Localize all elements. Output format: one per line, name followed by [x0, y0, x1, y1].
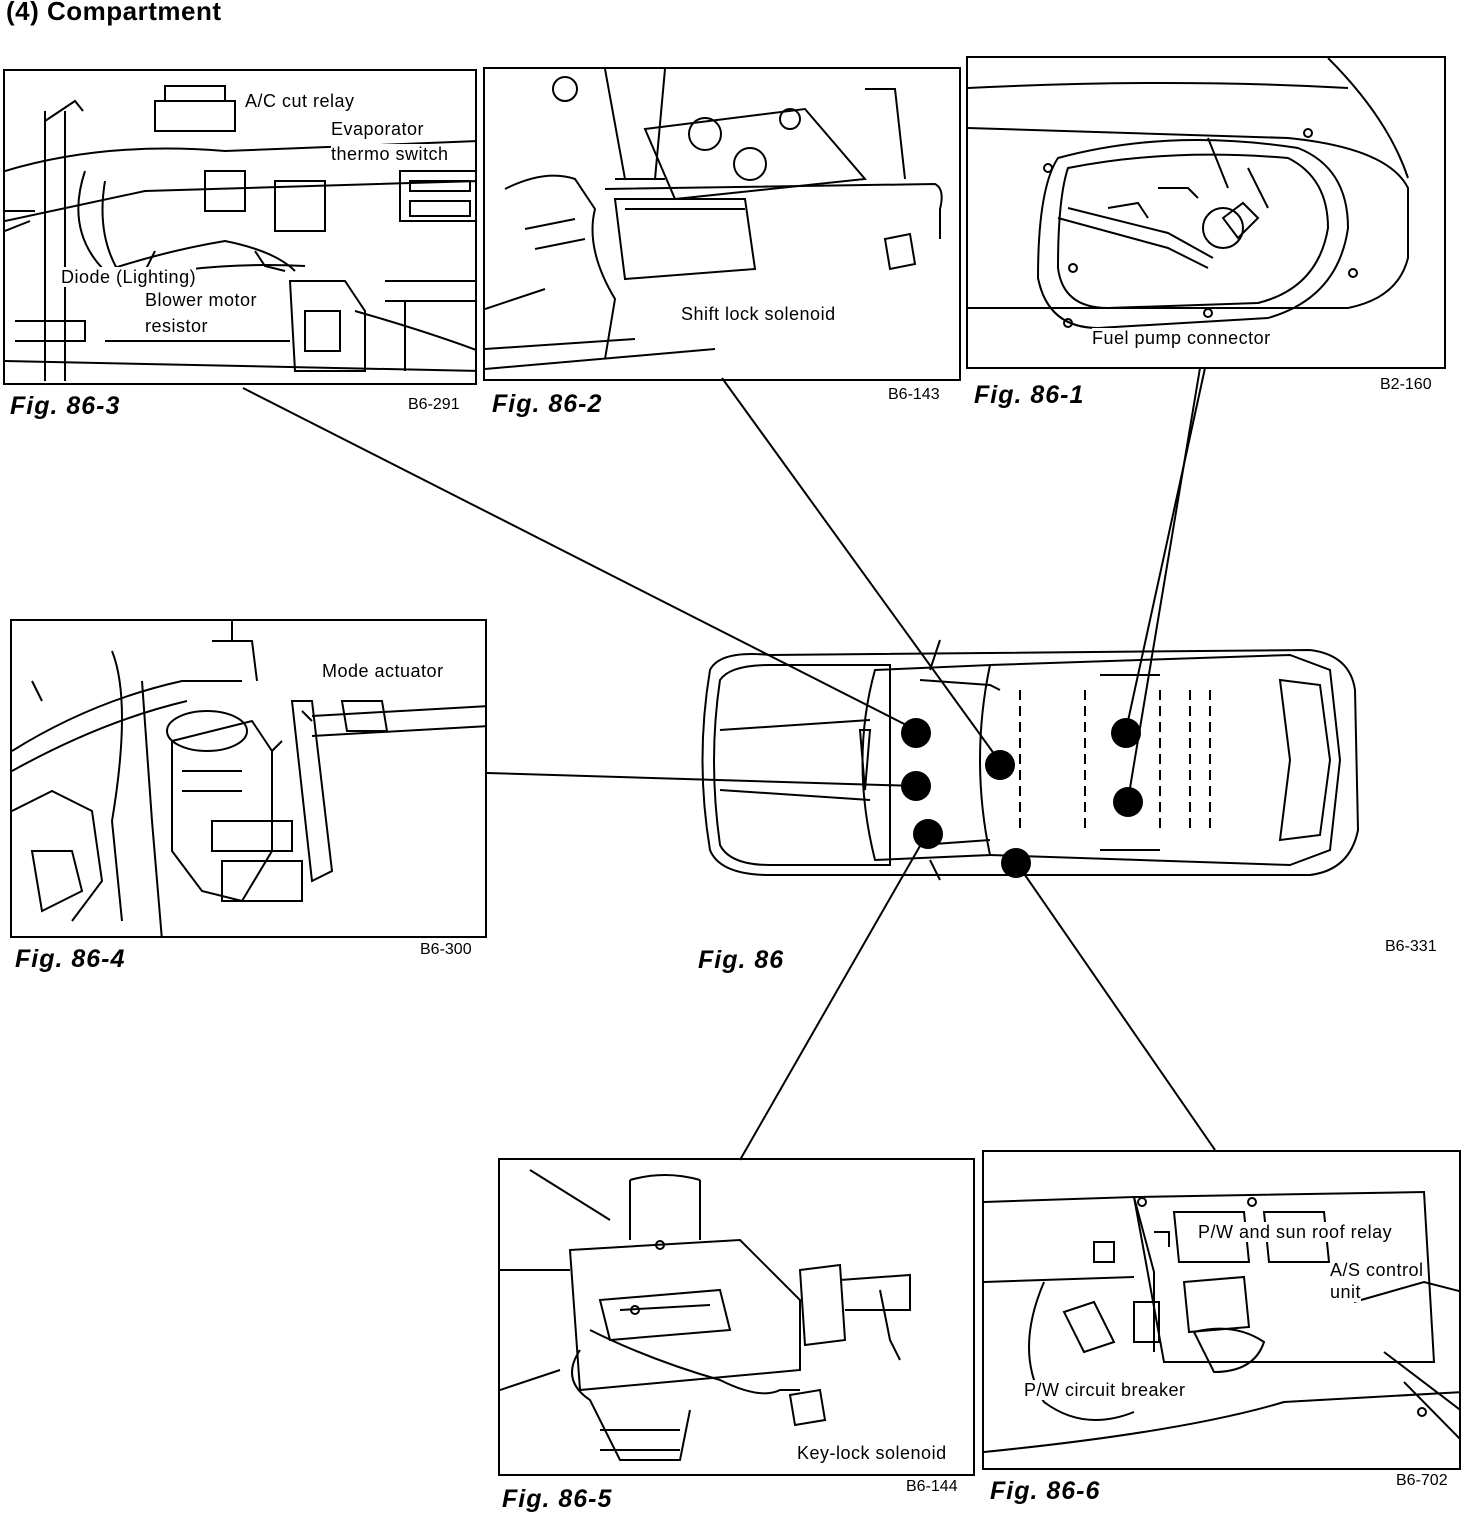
- fig-86-caption: Fig. 86: [698, 946, 785, 974]
- fig-86-3-code: B6-291: [408, 396, 460, 413]
- fig-86-4-panel: Mode actuator: [10, 619, 487, 938]
- location-marker-fig-86-1b: [1113, 787, 1143, 817]
- evaporator-label-line2: thermo switch: [331, 144, 449, 164]
- blower-label-line1: Blower motor: [145, 290, 258, 310]
- fig-86-1-drawing: [968, 58, 1409, 330]
- as-control-label-line2: unit: [1330, 1282, 1362, 1302]
- location-marker-fig-86-6: [1001, 848, 1031, 878]
- leader-line-fig-86-3: [242, 387, 917, 731]
- pw-sunroof-relay-label: P/W and sun roof relay: [1198, 1222, 1393, 1242]
- location-marker-fig-86-4: [901, 771, 931, 801]
- fig-86-6-code: B6-702: [1396, 1472, 1448, 1489]
- page-title: (4) Compartment: [6, 0, 222, 26]
- key-lock-solenoid-label: Key-lock solenoid: [797, 1443, 947, 1463]
- fig-86-4-drawing: [12, 621, 485, 936]
- fig-86-6-panel: P/W and sun roof relay A/S control unit …: [982, 1150, 1461, 1470]
- location-marker-fig-86-1a: [1111, 718, 1141, 748]
- as-control-label-line1: A/S control: [1330, 1260, 1424, 1280]
- leader-line-fig-86-4: [486, 772, 917, 787]
- fig-86-6-caption: Fig. 86-6: [990, 1477, 1101, 1505]
- location-marker-fig-86-3: [901, 718, 931, 748]
- fig-86-4-caption: Fig. 86-4: [15, 945, 126, 973]
- location-marker-fig-86-2: [985, 750, 1015, 780]
- fig-86-5-caption: Fig. 86-5: [502, 1485, 613, 1513]
- fig-86-5-panel: Key-lock solenoid: [498, 1158, 975, 1476]
- leader-line-fig-86-5: [739, 831, 929, 1161]
- fig-86-3-panel: A/C cut relay Evaporator thermo switch D…: [3, 69, 477, 385]
- diode-label: Diode (Lighting): [61, 267, 197, 287]
- fig-86-2-drawing: [485, 69, 943, 370]
- fig-86-5-drawing: [500, 1169, 911, 1461]
- fig-86-3-drawing: [5, 85, 475, 381]
- leader-line-fig-86-6: [1015, 861, 1216, 1151]
- fig-86-code: B6-331: [1385, 938, 1437, 955]
- leader-line-fig-86-2: [721, 377, 1001, 763]
- fig-86-1-panel: Fuel pump connector: [966, 56, 1446, 369]
- fig-86-4-code: B6-300: [420, 941, 472, 958]
- blower-label-line2: resistor: [145, 316, 209, 336]
- ac-cut-relay-label: A/C cut relay: [245, 91, 355, 111]
- fig-86-2-panel: Shift lock solenoid: [483, 67, 961, 381]
- fig-86-6-drawing: [984, 1190, 1459, 1453]
- fig-86-2-caption: Fig. 86-2: [492, 390, 603, 418]
- fig-86-3-caption: Fig. 86-3: [10, 392, 121, 420]
- fig-86-2-code: B6-143: [888, 386, 940, 403]
- fig-86-5-code: B6-144: [906, 1478, 958, 1495]
- leader-line-fig-86-1a: [1125, 367, 1206, 731]
- fig-86-1-caption: Fig. 86-1: [974, 381, 1085, 409]
- evaporator-label-line1: Evaporator: [331, 119, 425, 139]
- location-marker-fig-86-5: [913, 819, 943, 849]
- pw-circuit-breaker-label: P/W circuit breaker: [1024, 1380, 1186, 1400]
- shift-lock-solenoid-label: Shift lock solenoid: [681, 304, 836, 324]
- mode-actuator-label: Mode actuator: [322, 661, 444, 681]
- fig-86-1-code: B2-160: [1380, 376, 1432, 393]
- fuel-pump-connector-label: Fuel pump connector: [1092, 328, 1271, 348]
